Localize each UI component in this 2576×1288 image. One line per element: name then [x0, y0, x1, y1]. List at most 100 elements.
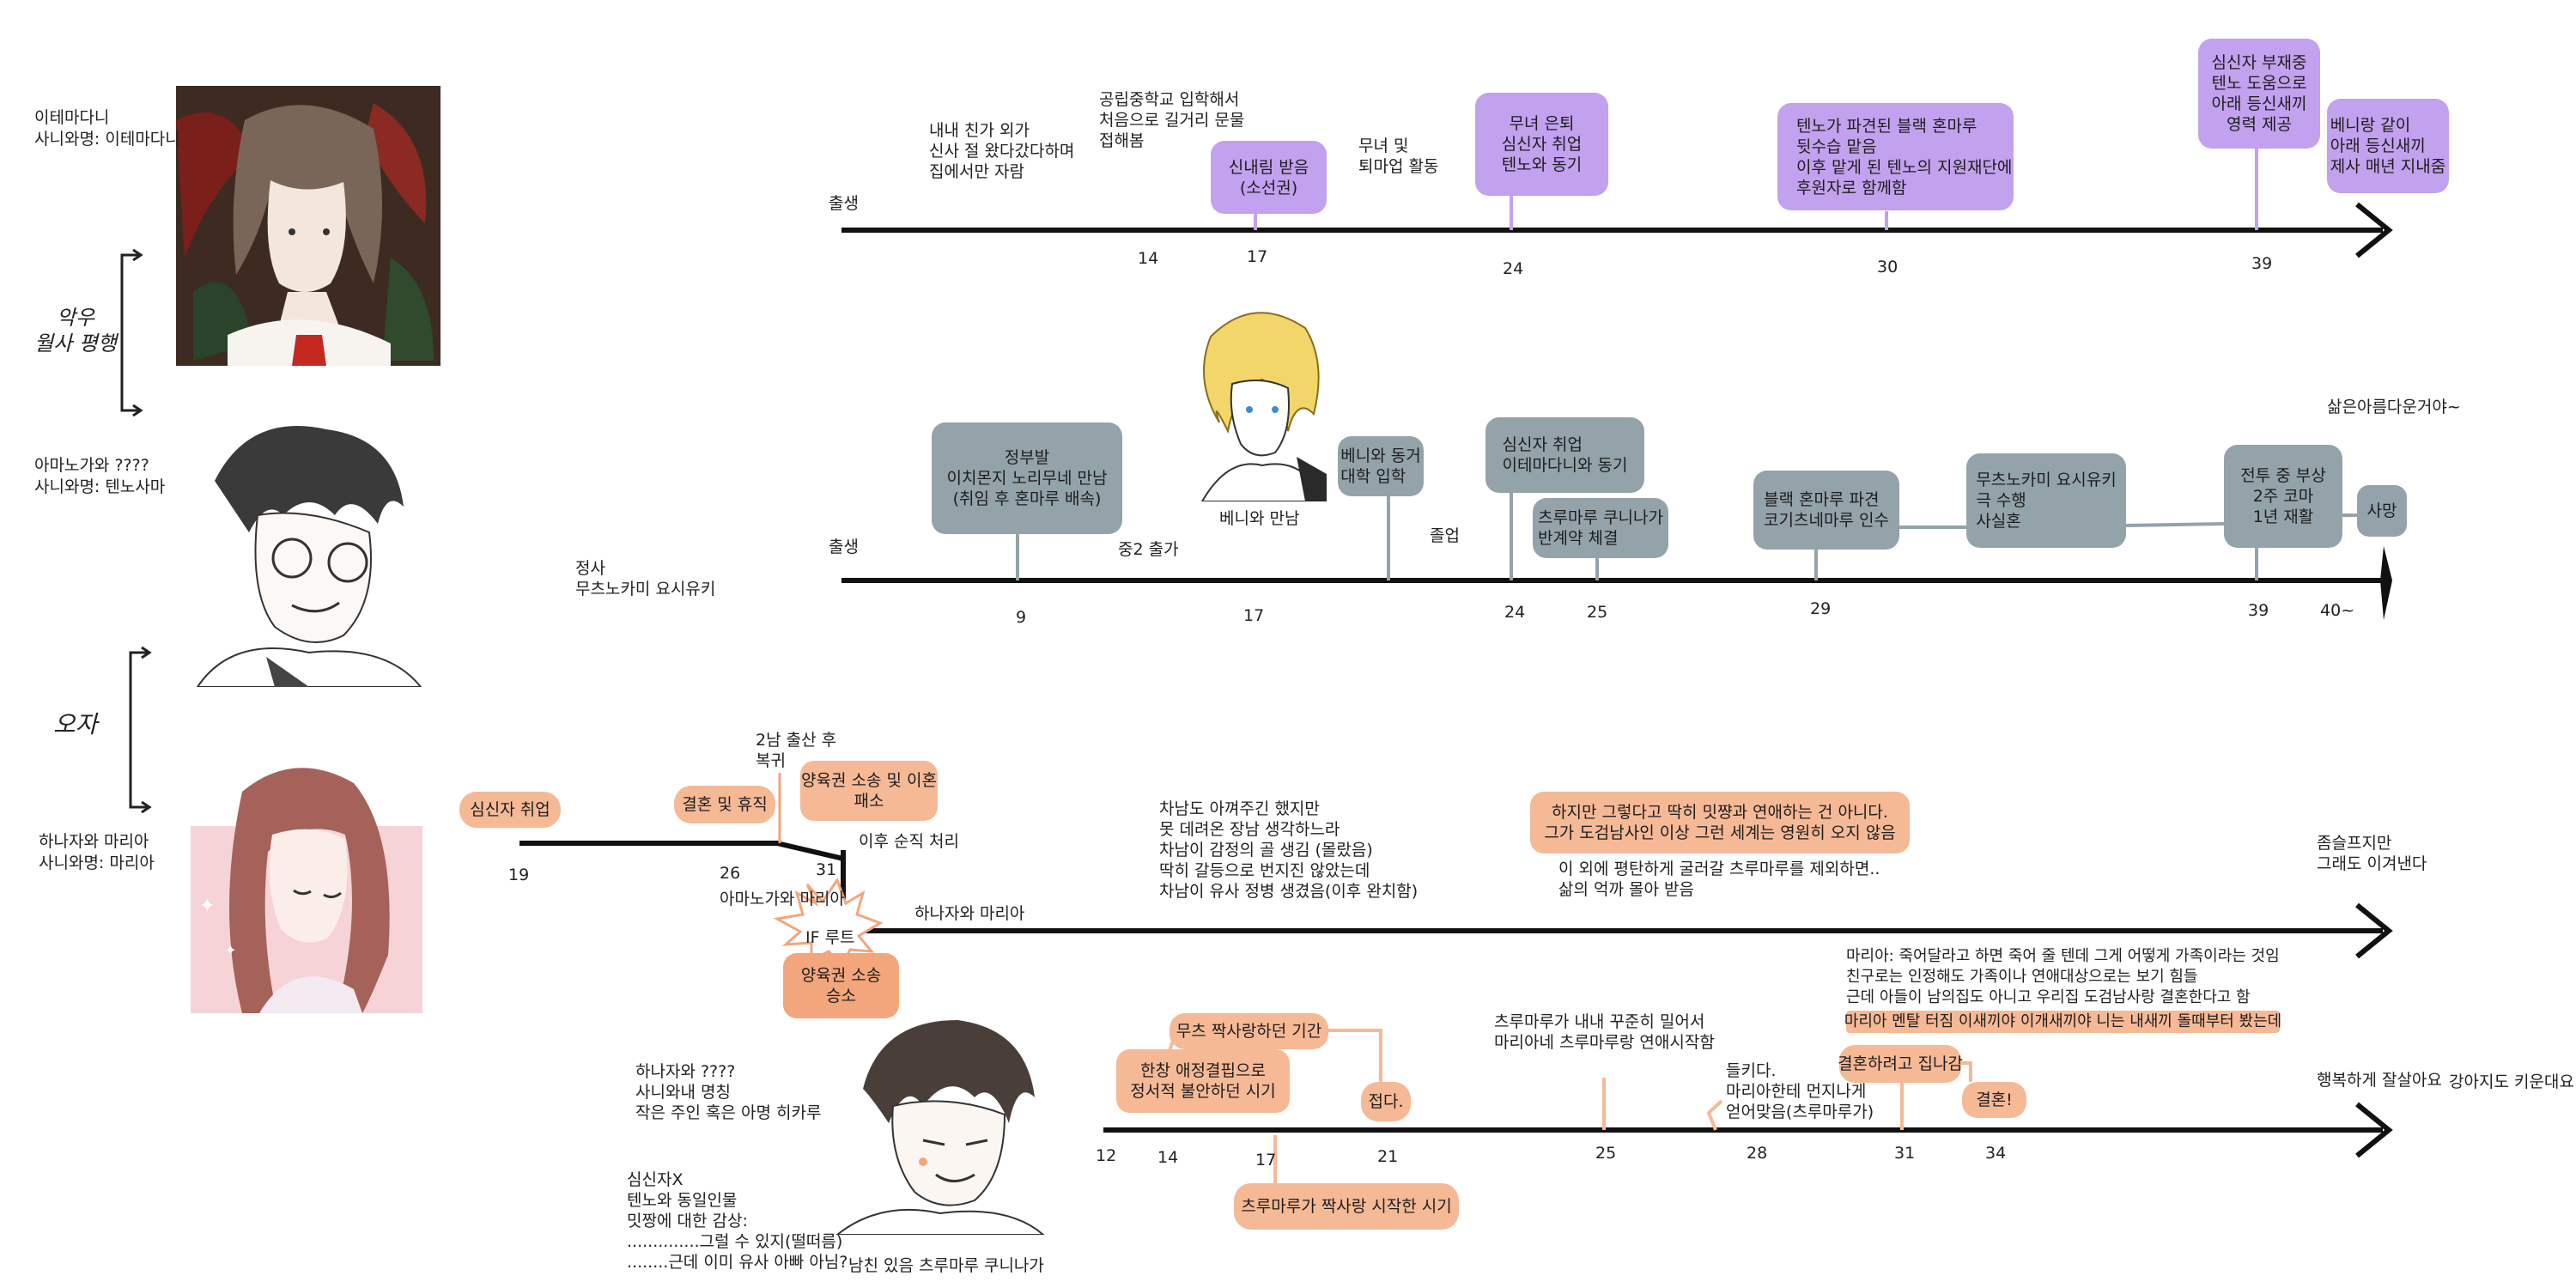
upper-relation-arrowhead-top [132, 248, 143, 262]
tl2-start: 출생 [829, 538, 859, 556]
tl4-note-1: 츠루마루가 내내 꾸준히 밀어서 마리아네 츠루마루랑 연애시작함 [1494, 1012, 1715, 1052]
relation-lower-label: 오자 [53, 710, 98, 738]
timeline-3-arrowhead [2355, 902, 2393, 959]
tl1-tick-24: 24 [1503, 259, 1524, 278]
tl4-highlight: 마리아 멘탈 터짐 이새끼야 이개새끼야 니는 내새끼 돌때부터 봤는데 [1844, 1011, 2281, 1033]
tl4-tick-21: 21 [1377, 1147, 1399, 1166]
tl4-tick-14: 14 [1157, 1148, 1179, 1167]
tl1-box-4: 심신자 부재중 텐노 도움으로 아래 등신새끼 영력 제공 [2198, 39, 2320, 149]
tl1-note-2: 공립중학교 입학해서 처음으로 길거리 문물 접해봄 [1099, 90, 1245, 150]
timeline-1-arrowhead [2355, 202, 2393, 258]
tl2-box-6: 무츠노카미 요시유키 극 수행 사실혼 [1966, 453, 2126, 548]
portrait-tennosama [180, 412, 434, 687]
tl4-note-4: 행복하게 잘살아요 [2317, 1071, 2442, 1090]
portrait-itemadani [176, 86, 440, 366]
tl1-tick-17: 17 [1247, 247, 1268, 266]
tl2-note-1: 중2 출가 [1118, 540, 1179, 559]
character-2-name: 아마노가와 ???? [34, 456, 149, 475]
svg-text:✦: ✦ [225, 942, 236, 958]
character-1-name: 이테마다니 [34, 108, 110, 127]
tl1-tick-39: 39 [2251, 254, 2273, 273]
tl2-box-2: 베니와 동거 대학 입학 [1338, 436, 1424, 496]
tl4-tick-25: 25 [1595, 1144, 1617, 1163]
portrait-maria: ✦ ✦ [191, 740, 422, 1013]
tl2-box-4: 츠루마루 쿠니나가 반계약 체결 [1533, 498, 1668, 558]
tl3-box-5: 하지만 그렇다고 딱히 밋쨩과 연애하는 건 아니다. 그가 도검남사인 이상 … [1530, 792, 1910, 854]
tl2-box-3: 심신자 취업 이테마다니와 동기 [1485, 417, 1644, 493]
tl1-note-1: 내내 친가 외가 신사 절 왔다갔다하며 집에서만 자람 [929, 121, 1075, 181]
lower-relation-arrowhead-top [141, 646, 152, 659]
tl4-box-2: 한창 애정결핍으로 정서적 불안하던 시기 [1116, 1049, 1290, 1113]
tl4-tick-34: 34 [1985, 1144, 2007, 1163]
tl4-box-4: 츠루마루가 짝사랑 시작한 시기 [1234, 1183, 1459, 1230]
lower-relation-arrowhead-bottom [141, 800, 152, 814]
tl4-box-3: 접다. [1361, 1082, 1411, 1121]
timeline-1-connectors [1254, 148, 2258, 230]
tl3-note-7: 좀슬프지만 그래도 이겨낸다 [2317, 834, 2427, 873]
timeline-2-end-marker [2380, 546, 2392, 620]
tl3-box-2: 결혼 및 휴직 [674, 786, 775, 823]
tl1-tick-14: 14 [1138, 249, 1159, 268]
portrait-hikaru [829, 1003, 1052, 1235]
tl1-start: 출생 [829, 194, 859, 213]
tl4-caption: 남친 있음 츠루마루 쿠니나가 [848, 1256, 1044, 1275]
tl2-tick-39: 39 [2248, 601, 2269, 620]
tl1-note-3: 무녀 및 퇴마업 활동 [1358, 137, 1439, 176]
tl2-tick-24: 24 [1504, 603, 1526, 622]
tl4-person2: 심신자X 텐노와 동일인물 밋짱에 대한 감상: ..............그… [627, 1170, 848, 1272]
tl2-tick-40: 40~ [2320, 601, 2355, 620]
tl2-note-4: 삶은아름다운거야~ [2327, 398, 2461, 416]
character-1-alias: 사니와명: 이테마다니 [34, 130, 180, 149]
character-2-alias: 사니와명: 텐노사마 [34, 477, 166, 496]
tl2-box-7: 전투 중 부상 2주 코마 1년 재활 [2224, 445, 2342, 548]
tl2-tick-17: 17 [1243, 606, 1265, 625]
tl2-box-1: 정부발 이치몬지 노리무네 만남 (취임 후 혼마루 배속) [932, 422, 1122, 534]
timeline-2-connectors [1016, 491, 2360, 580]
character-3-alias: 사니와명: 마리아 [39, 854, 155, 872]
tl4-box-1: 무츠 짝사랑하던 기간 [1170, 1013, 1328, 1049]
tl3-note-1: 2남 출산 후 복귀 [756, 731, 837, 770]
tl3-tick-26: 26 [720, 864, 741, 883]
tl1-box-1: 신내림 받음 (소선권) [1211, 141, 1327, 214]
upper-relation-arrowhead-bottom [132, 404, 143, 417]
tl3-note-4: IF 루트 [805, 928, 855, 947]
tl3-note-3: 아마노가와 마리아 [720, 890, 845, 908]
tl4-box-6: 결혼! [1962, 1082, 2026, 1118]
tl4-note-5: 강아지도 키운대요 [2449, 1072, 2574, 1091]
tl3-note-5: 차남도 아껴주긴 했지만 못 데려온 장남 생각하느라 차남이 감정의 골 생김… [1159, 799, 1419, 901]
tl4-person: 하나자와 ???? 사니와내 명칭 작은 주인 혹은 아명 히카루 [635, 1062, 822, 1122]
tl1-tick-30: 30 [1877, 258, 1899, 276]
svg-text:✦: ✦ [199, 896, 215, 917]
tl2-note-2: 베니와 만남 [1219, 509, 1300, 528]
tl4-tick-17: 17 [1255, 1151, 1277, 1170]
character-3-name: 하나자와 마리아 [39, 832, 149, 851]
tl2-tick-25: 25 [1587, 603, 1608, 622]
lower-relation-bracket [129, 651, 148, 809]
tl2-tick-29: 29 [1810, 599, 1832, 618]
relation-upper-label: 악우 월사 평행 [34, 306, 117, 355]
tl2-box-5: 블랙 혼마루 파견 코기츠네마루 인수 [1753, 471, 1899, 550]
tl1-box-5: 베니랑 같이 아래 등신새끼 제사 매년 지내줌 [2327, 99, 2449, 193]
tl3-box-1: 심신자 취업 [459, 792, 561, 828]
tl3-label: 하나자와 마리아 [914, 904, 1025, 923]
upper-relation-bracket [120, 253, 139, 412]
tl2-note-3: 졸업 [1430, 526, 1460, 545]
timeline-4-arrowhead [2355, 1102, 2393, 1158]
tl4-note-3: 마리아: 죽어달라고 하면 죽어 줄 텐데 그게 어떻게 가족이라는 것임 친구… [1846, 947, 2280, 1006]
portrait-beni [1176, 302, 1331, 501]
tl4-tick-12: 12 [1096, 1146, 1117, 1165]
tl3-tick-19: 19 [508, 866, 530, 884]
tl2-label: 정사 무츠노카미 요시유키 [575, 559, 716, 598]
tl4-tick-31: 31 [1894, 1144, 1916, 1163]
tl3-tick-31: 31 [816, 860, 837, 879]
tl3-box-3: 양육권 소송 및 이혼 패소 [800, 761, 938, 821]
tl1-box-3: 텐노가 파견된 블랙 혼마루 뒷수습 맡음 이후 맡게 된 텐노의 지원재단에 … [1777, 103, 2014, 210]
tl1-box-2: 무녀 은퇴 심신자 취업 텐노와 동기 [1475, 93, 1608, 196]
tl3-note-2: 이후 순직 처리 [859, 832, 959, 851]
tl3-box-4: 양육권 소송 승소 [783, 953, 899, 1018]
tl2-tick-9: 9 [1016, 608, 1027, 627]
tl2-box-8: 사망 [2357, 485, 2407, 537]
tl3-note-6: 이 외에 평탄하게 굴러갈 츠루마루를 제외하면.. 삶의 억까 몰아 받음 [1558, 860, 1880, 899]
tl4-tick-28: 28 [1747, 1144, 1768, 1163]
